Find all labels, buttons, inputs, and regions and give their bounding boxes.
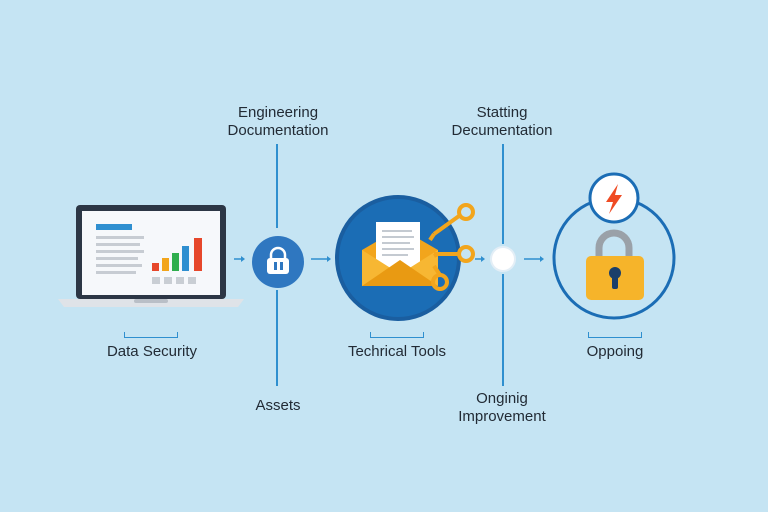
label-line: Decumentation: [451, 122, 553, 139]
laptop-icon: [58, 205, 244, 307]
label-line: Statting: [476, 104, 528, 121]
envelope-icon: [362, 222, 438, 286]
vline-left-bottom: [276, 290, 278, 386]
label-assets: Assets: [255, 397, 301, 414]
arrow-hub-to-dot: [475, 256, 485, 262]
security-node: [552, 172, 676, 320]
label-opposing: Oppoing: [586, 343, 644, 360]
tools-hub: [335, 195, 475, 321]
label-data-security: Data Security: [106, 343, 198, 360]
vline-left-top: [276, 144, 278, 228]
label-statting-decumentation: Statting Decumentation: [432, 104, 572, 140]
gear-icon: [428, 203, 475, 291]
label-line: Engineering: [237, 104, 319, 121]
tick-hub: [370, 332, 424, 338]
label-ongoing-improvement: Onginig Improvement: [432, 390, 572, 426]
white-dot-node: [490, 246, 516, 272]
label-line: Onginig: [476, 390, 528, 407]
label-engineering-documentation: Engineering Documentation: [208, 104, 348, 140]
vline-right-top: [502, 144, 504, 244]
arrow-dot-to-security: [524, 256, 544, 262]
vline-right-bottom: [502, 274, 504, 386]
tick-security: [588, 332, 642, 338]
arrow-laptop-to-lock: [234, 256, 245, 262]
padlock-icon: [267, 246, 289, 274]
tick-laptop: [124, 332, 178, 338]
label-line: Improvement: [458, 408, 546, 425]
label-line: Documentation: [227, 122, 329, 139]
label-technical-tools: Techrical Tools: [347, 343, 447, 360]
lightning-icon: [606, 184, 622, 214]
lightning-badge: [588, 172, 640, 224]
padlock-node: [252, 236, 304, 288]
arrow-lock-to-hub: [311, 256, 331, 262]
lock-icon: [586, 229, 644, 300]
